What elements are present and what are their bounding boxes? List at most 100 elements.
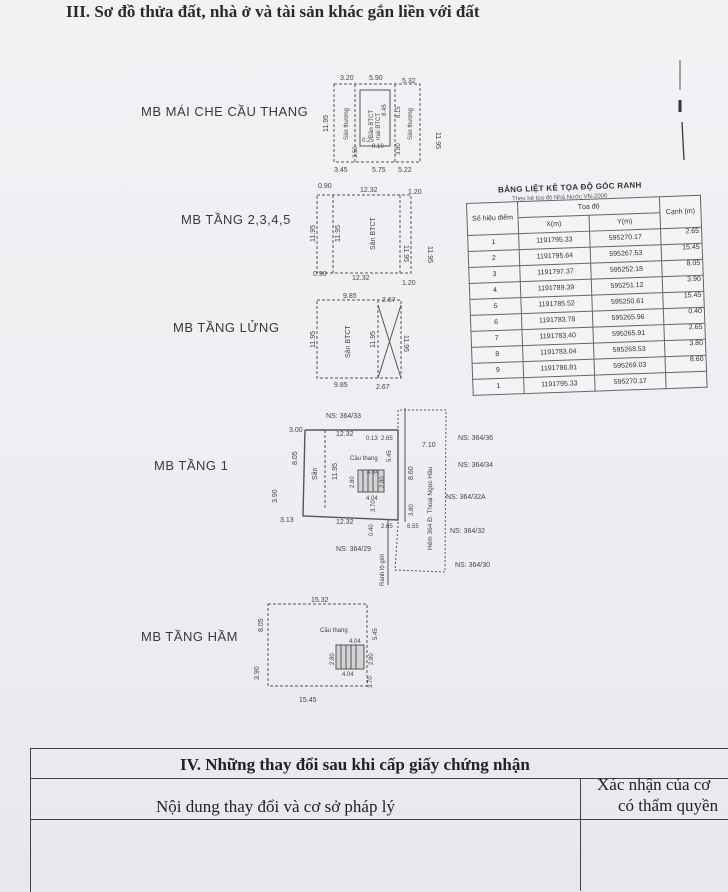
dim-label: 3.50 [353,146,359,158]
dim-label: 12.32 [352,275,370,282]
neighbor-label: NS: 364/32 [450,528,485,535]
section4-col2-header-line2: có thẩm quyền [618,796,719,815]
dim-label: 0.90 [313,271,327,278]
floor-label-tang-lung: MB TẦNG LỬNG [173,320,280,335]
section4-col2-header-line1: Xác nhận của cơ [597,775,711,794]
dim-label: 11.95 [426,246,433,263]
dim-label: 9.85 [343,293,357,300]
dim-label: 0.10 [372,144,384,150]
dim-label: 4.04 [349,639,361,645]
dim-label: 8.05 [292,451,299,465]
boundary-label: Ranh lộ giới [380,554,386,586]
dim-label: 1.20 [402,280,416,287]
plan-mai-che-stair-roof [359,89,391,147]
section4-title: IV. Những thay đổi sau khi cấp giấy chứn… [180,755,530,774]
dim-label: 2.65 [381,524,393,530]
dim-label: 3.45 [334,167,348,174]
neighbor-label: NS: 364/34 [458,462,493,469]
section4-column-divider [580,778,581,891]
plan-mai-che-outline [333,83,421,163]
dim-label: 8.15 [396,106,402,118]
dim-label: 15.32 [311,597,329,604]
dim-label: 2.80 [380,476,386,488]
room-label: Sân BTCT [370,217,377,250]
dim-label: 11.95 [310,331,317,348]
plan-tang-ham-stair [335,644,365,670]
dim-label: 7.10 [422,442,436,449]
dim-label: 4.04 [366,496,378,502]
neighbor-label: NS: 364/33 [326,413,361,420]
dim-label: 3.80 [396,143,402,155]
dim-label: 1.20 [408,189,422,196]
dim-label: 4.04 [342,672,354,678]
dim-label: 8.45 [382,104,388,116]
room-label: Sàn BTCT [345,325,352,358]
dim-label: 2.67 [382,297,396,304]
dim-label: 5.75 [372,167,386,174]
dim-label: 6.55 [407,524,419,530]
dim-label: 5.22 [398,167,412,174]
floor-label-tang-1: MB TẦNG 1 [154,458,229,473]
dim-label: 11.95 [402,335,409,352]
room-label: Cầu thang [320,628,348,634]
dim-label: 15.45 [299,697,317,704]
section3-title: III. Sơ đồ thửa đất, nhà ở và tài sản kh… [66,2,480,21]
floor-label-tang-2345: MB TẦNG 2,3,4,5 [181,212,291,227]
room-label: Sân BTCT [369,110,375,138]
dim-label: 8.05 [258,618,265,632]
dim-label: 8.60 [408,466,415,480]
dim-label: 3.70 [371,500,377,512]
dim-label: 0.90 [318,183,332,190]
dim-label: 11.95 [323,115,330,132]
room-label: Sân thượng [344,108,350,140]
dim-label: 2.67 [376,384,390,391]
dim-label: 11.95 [370,331,377,348]
room-label: mái BTCT [376,113,382,140]
section4-col1-header: Nội dung thay đổi và cơ sở pháp lý [156,797,395,816]
section4-header-rule [30,778,728,779]
neighbor-label: NS: 364/29 [336,546,371,553]
room-label: Sân [312,467,319,480]
dim-label: 3.90 [272,489,279,503]
dim-label: 0.13 [366,436,378,442]
dim-label: 12.32 [360,187,378,194]
dim-label: 2.65 [381,436,393,442]
dim-label: 2.80 [369,653,375,665]
dim-label: 5.32 [402,78,416,85]
dim-label: 3.80 [409,504,415,516]
margin-marks [678,60,685,160]
dim-label: 2.80 [330,653,336,665]
dim-label: 11.95 [402,245,409,262]
dim-label: 5.45 [373,628,379,640]
th-point: Số hiệu điểm [466,201,519,236]
th-edge: Cạnh (m) [659,195,702,229]
dim-label: 3.70 [368,676,374,688]
dim-label: 11.95 [310,225,317,242]
floor-label-tang-ham: MB TẦNG HẦM [141,629,238,644]
section4-box [30,748,728,892]
dim-label: 3.20 [340,75,354,82]
dim-label: 3.13 [280,517,294,524]
street-label: Hẻm 364 Đ. Thoại Ngọc Hầu [425,466,434,550]
plan-tang-lung-outline [316,299,402,379]
room-label: Cầu thang [350,456,378,462]
dim-label: 2.80 [350,476,356,488]
dim-label: 11.95 [332,463,339,480]
dim-label: 12.32 [336,431,354,438]
neighbor-label: NS: 364/32A [446,494,486,501]
dim-label: 3.00 [289,427,303,434]
section4-body-rule [30,819,728,820]
neighbor-label: NS: 364/30 [455,562,490,569]
neighbor-label: NS: 364/36 [458,435,493,442]
dim-label: 11.95 [434,132,441,149]
plan-tang-2345-outline [316,194,412,274]
coord-table: Số hiệu điểm Tọa độ Cạnh (m) X(m) Y(m) 1… [466,194,708,396]
dim-label: 0.25 [362,138,374,144]
dim-label: 12.32 [336,519,354,526]
dim-label: 0.40 [369,524,375,536]
dim-label: 9.85 [334,382,348,389]
dim-label: 4.04 [367,470,379,476]
dim-label: 3.90 [254,666,261,680]
